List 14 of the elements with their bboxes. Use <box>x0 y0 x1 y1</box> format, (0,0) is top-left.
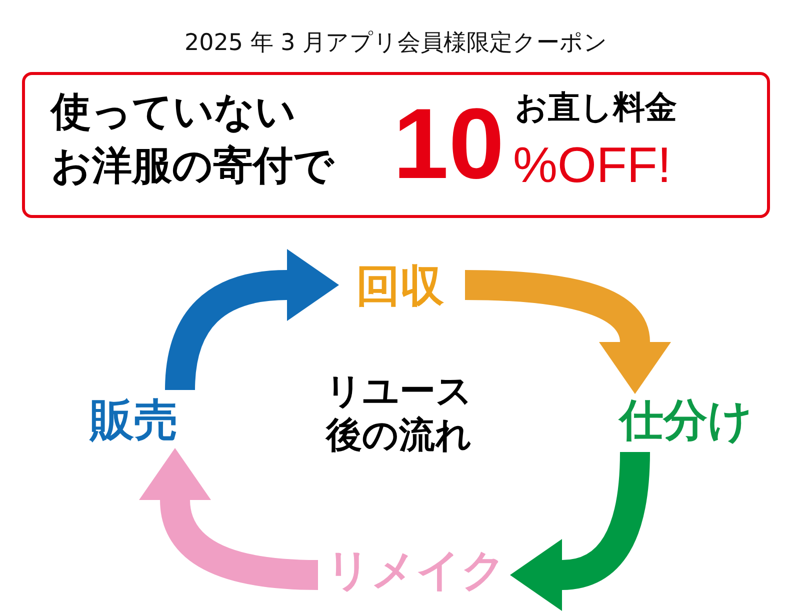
step-label: リメイク <box>318 540 514 602</box>
discount-text: %OFF! <box>513 136 672 195</box>
step-label: 回収 <box>335 256 465 318</box>
center-text: リユース後の流れ <box>324 370 474 458</box>
coupon-banner <box>22 72 770 218</box>
step-label: 販売 <box>72 390 196 452</box>
step-label: 仕分け <box>598 390 774 452</box>
banner-text: 使っていない <box>51 88 296 137</box>
discount-number: 10 <box>393 89 504 199</box>
banner-text: お洋服の寄付で <box>51 142 334 191</box>
banner-text: お直し料金 <box>515 87 677 127</box>
title: 2025 年 3 月アプリ会員様限定クーポン <box>183 29 609 58</box>
curved-arrow <box>139 448 318 590</box>
curved-arrow <box>464 270 671 394</box>
